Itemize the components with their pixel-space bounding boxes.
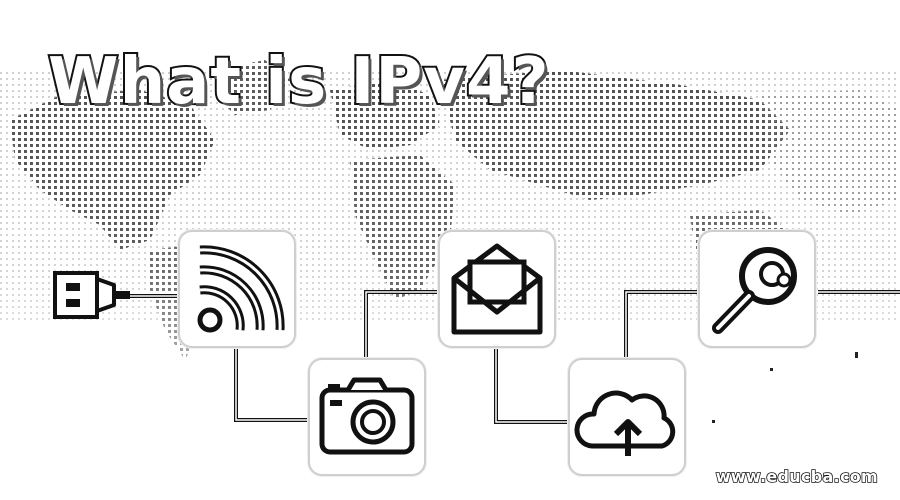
cloud-upload-icon	[574, 390, 676, 456]
camera-tile	[308, 358, 426, 476]
rss-feed-icon	[197, 245, 285, 333]
usb-plug-icon	[53, 271, 130, 319]
cloud-tile	[568, 358, 686, 476]
envelope-icon	[451, 243, 543, 335]
search-tile	[698, 230, 816, 348]
page-title: What is IPv4?	[46, 45, 551, 119]
magnifier-icon	[712, 247, 797, 334]
camera-icon	[319, 377, 415, 455]
rss-tile	[178, 230, 296, 348]
mail-tile	[438, 230, 556, 348]
site-watermark: www.educba.com	[715, 466, 878, 487]
